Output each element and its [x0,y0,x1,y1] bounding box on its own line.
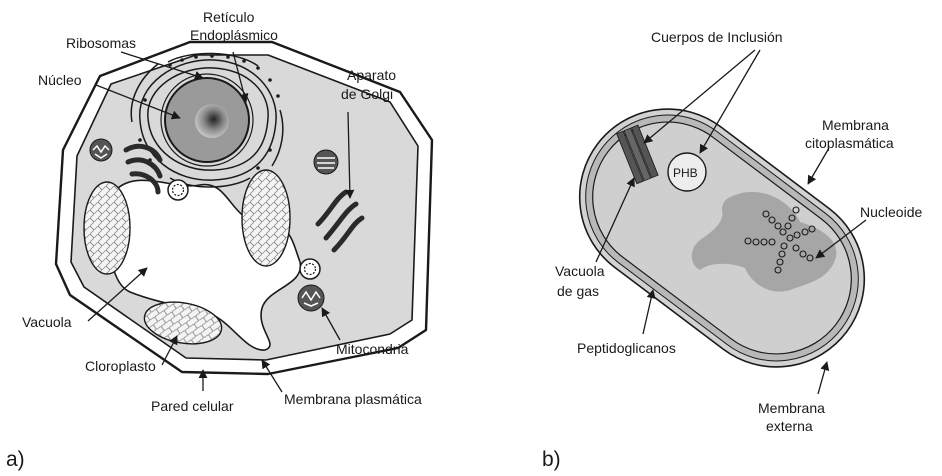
label-nucleoide: Nucleoide [860,204,922,220]
mitochondrion-top-right [314,150,338,174]
bacterial-cell: PHB Cuerpos de Inclusión Membrana citopl… [542,29,922,471]
label-membrana-ext-1: Membrana [758,400,825,416]
label-reticulo-2: Endoplásmico [190,27,278,43]
label-reticulo-1: Retículo [203,9,255,25]
label-aparato-1: Aparato [347,67,396,83]
mitochondrion-top-left [90,139,112,161]
label-peptidoglicanos: Peptidoglicanos [577,340,676,356]
chloroplast-left [84,182,130,274]
label-vacuola-gas-1: Vacuola [555,263,605,279]
label-mitocondria: Mitocondria [336,341,409,357]
label-cloroplasto: Cloroplasto [85,358,156,374]
label-vacuola: Vacuola [22,314,72,330]
label-nucleo: Núcleo [38,72,82,88]
leader-membrana-ext [818,362,827,394]
chloroplast-right [242,170,290,266]
leader-peptidoglicanos [643,290,653,334]
label-phb: PHB [673,166,698,180]
panel-b-tag: b) [542,448,561,471]
vesicle-middle [168,180,188,200]
label-aparato-2: de Golgi [341,86,393,102]
label-membrana-plasmatica: Membrana plasmática [284,391,422,407]
label-membrana-cito-1: Membrana [822,117,889,133]
plant-cell: Retículo Endoplásmico Ribosomas Núcleo A… [6,9,432,471]
label-membrana-ext-2: externa [766,418,813,434]
panel-a-tag: a) [6,448,25,471]
leader-membrana-cito [808,148,829,184]
vesicle-right [300,259,320,279]
mitochondrion-bottom [298,285,324,311]
label-vacuola-gas-2: de gas [557,283,599,299]
label-membrana-cito-2: citoplasmática [805,135,894,151]
label-pared-celular: Pared celular [151,398,234,414]
label-ribosomas: Ribosomas [66,35,136,51]
label-cuerpos-inclusion: Cuerpos de Inclusión [651,29,783,45]
nucleolus [195,104,229,138]
